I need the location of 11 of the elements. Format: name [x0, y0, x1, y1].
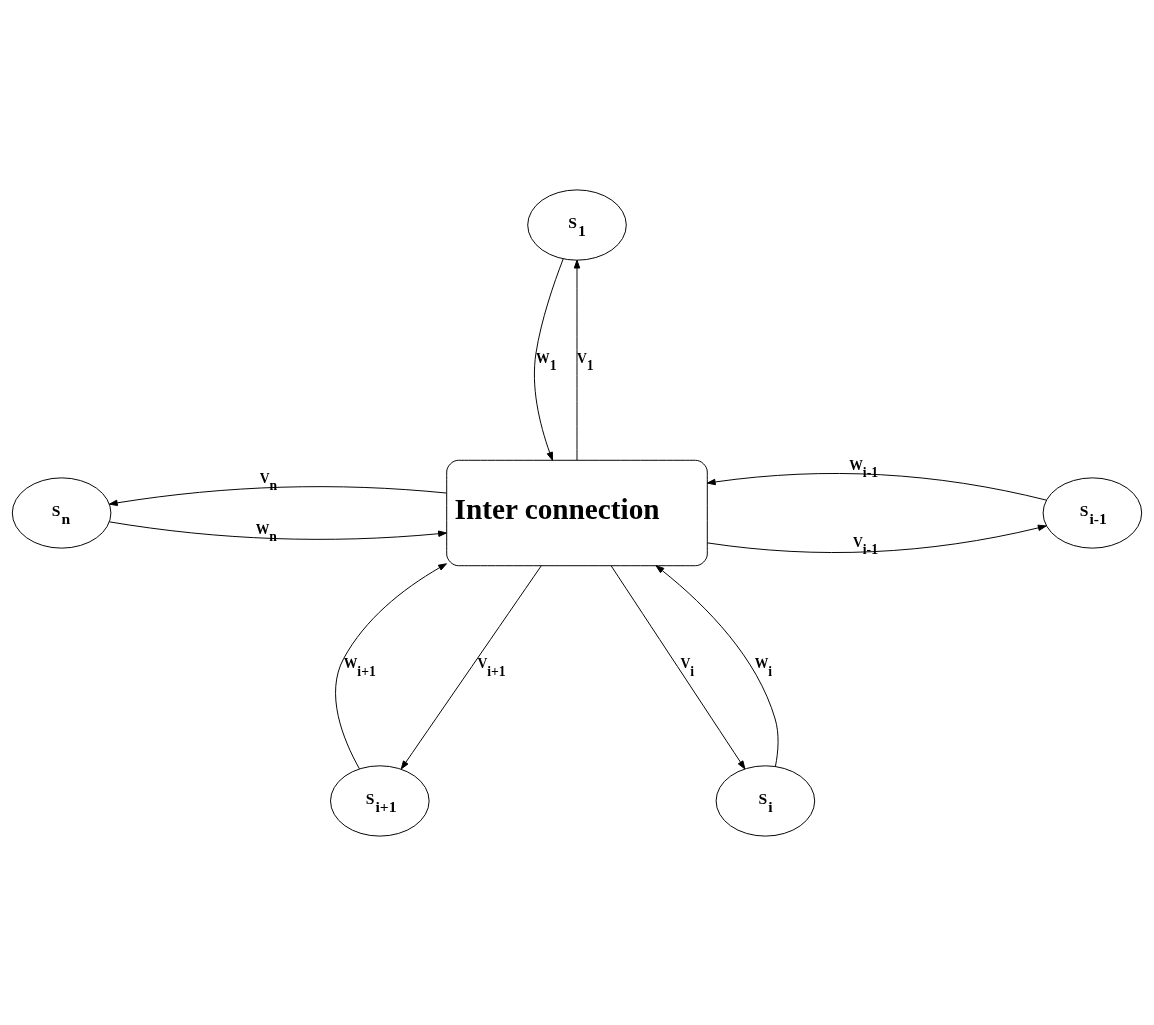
arrow: [533, 258, 564, 461]
arrow: [108, 520, 447, 540]
arrow: [706, 472, 1047, 501]
node-box: Inter connection: [446, 459, 708, 566]
arrow: [655, 564, 779, 767]
arrow: [610, 564, 746, 769]
arrow: [706, 524, 1047, 553]
arrow: [400, 564, 542, 769]
arrow: [108, 485, 447, 506]
arrow: [335, 562, 447, 769]
arrow: [573, 259, 581, 461]
